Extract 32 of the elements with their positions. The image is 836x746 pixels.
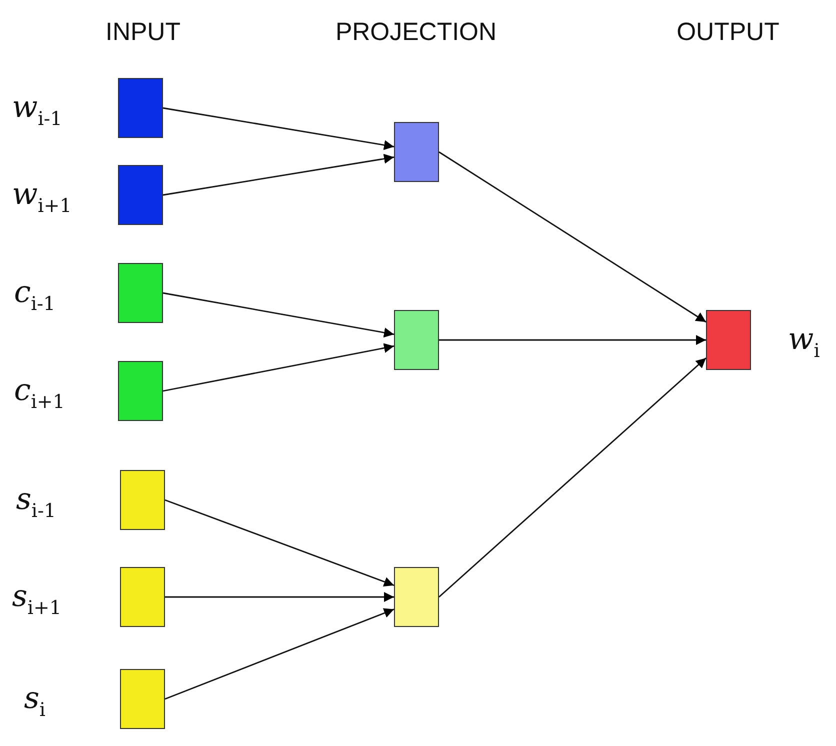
projection-unit	[394, 310, 439, 370]
input-unit	[120, 669, 165, 729]
arrow	[162, 107, 394, 150]
arrow	[438, 357, 706, 598]
variable-label: s$_{i+1}$	[12, 579, 62, 621]
column-heading: OUTPUT	[676, 18, 780, 47]
arrow	[164, 499, 394, 587]
arrow	[164, 608, 394, 700]
column-heading: PROJECTION	[335, 18, 497, 47]
projection-unit	[394, 567, 439, 627]
column-heading: INPUT	[106, 18, 180, 47]
arrow	[162, 343, 394, 392]
variable-label: s$_{i}$	[24, 681, 46, 723]
projection-unit	[394, 122, 439, 182]
input-unit	[120, 470, 165, 530]
variable-label: w$_{i}$	[788, 322, 820, 364]
variable-label: s$_{i-1}$	[16, 482, 56, 524]
input-unit	[118, 263, 163, 323]
arrow	[162, 292, 394, 338]
arrow	[165, 592, 394, 602]
variable-label: w$_{i+1}$	[12, 177, 72, 219]
input-unit	[118, 165, 163, 225]
input-unit	[118, 361, 163, 421]
variable-label: c$_{i-1}$	[14, 275, 56, 317]
arrow	[438, 151, 706, 323]
variable-label: w$_{i-1}$	[12, 90, 62, 132]
input-unit	[118, 78, 163, 138]
variable-label: c$_{i+1}$	[14, 373, 65, 415]
output-unit	[706, 310, 751, 370]
arrow	[439, 335, 706, 345]
arrow	[162, 154, 394, 196]
input-unit	[120, 567, 165, 627]
